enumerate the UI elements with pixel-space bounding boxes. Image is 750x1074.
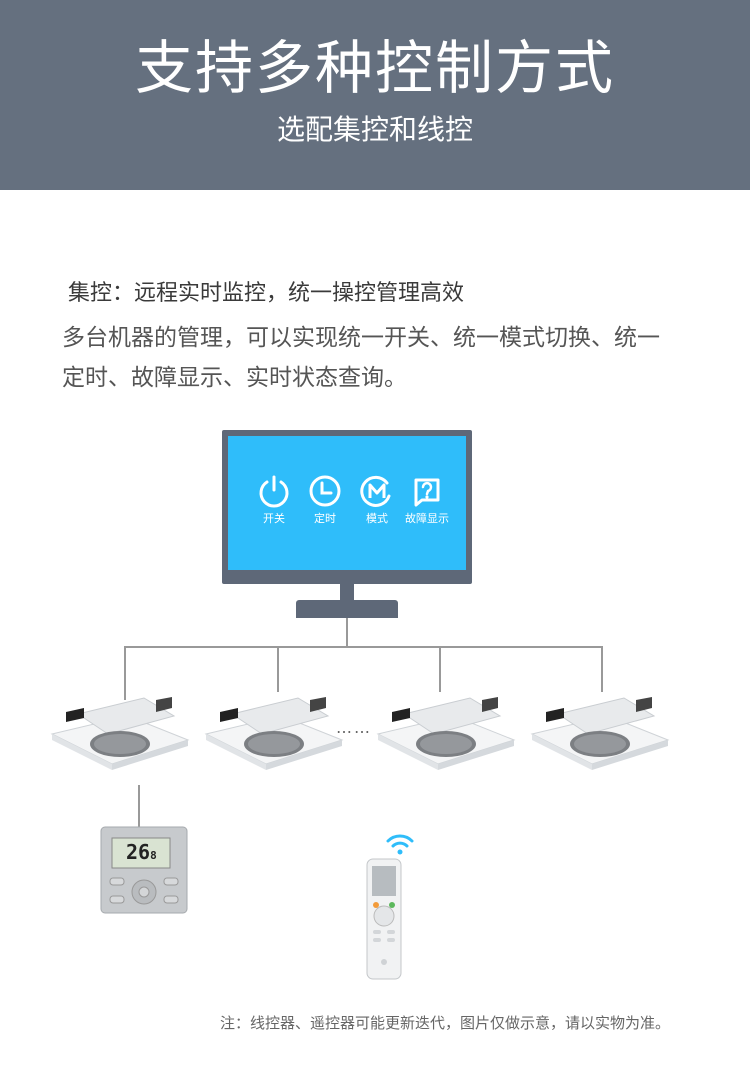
more-units-ellipsis: …… [336, 718, 372, 737]
header-banner: 支持多种控制方式 选配集控和线控 [0, 0, 750, 190]
cassette-ac-unit [50, 697, 190, 770]
footnote: 注：线控器、遥控器可能更新迭代，图片仅做示意，请以实物为准。 [219, 1014, 670, 1032]
page-title: 支持多种控制方式 [134, 34, 615, 102]
display-temperature: 26 [126, 840, 151, 864]
remote-controller [366, 858, 402, 980]
screen-item-label: 故障显示 [405, 512, 449, 525]
cassette-ac-unit [376, 697, 516, 770]
display-decimal: 8 [150, 849, 157, 862]
screen-item-power: 开关 [245, 474, 303, 526]
cassette-ac-unit [530, 697, 670, 770]
connection-lines [124, 618, 603, 700]
power-icon [259, 475, 289, 508]
screen-item-label: 开关 [263, 512, 285, 525]
clock-icon [309, 475, 341, 507]
cassette-ac-unit [204, 697, 344, 770]
page-subtitle: 选配集控和线控 [276, 113, 473, 146]
mode-icon [360, 475, 391, 507]
monitor-neck [340, 584, 354, 602]
wired-controller-body [100, 826, 188, 914]
monitor-screen: 开关 定时 模式 故障显示 [228, 436, 466, 570]
intro-body: 多台机器的管理，可以实现统一开关、统一模式切换、统一定时、故障显示、实时状态查询… [62, 325, 660, 391]
screen-item-label: 定时 [314, 512, 336, 525]
screen-item-timer: 定时 [296, 474, 354, 526]
screen-item-label: 模式 [366, 512, 388, 525]
controller-display: 268 [126, 840, 157, 864]
wifi-icon [386, 834, 414, 855]
intro-heading: 集控：远程实时监控，统一操控管理高效 [68, 281, 465, 306]
controller-wire [138, 785, 140, 829]
wired-controller: 268 [100, 826, 188, 918]
question-icon [414, 478, 440, 507]
central-control-monitor: 开关 定时 模式 故障显示 [222, 430, 472, 584]
screen-item-mode: 模式 [348, 474, 406, 526]
screen-item-fault: 故障显示 [398, 474, 456, 526]
monitor-stand [296, 600, 398, 618]
